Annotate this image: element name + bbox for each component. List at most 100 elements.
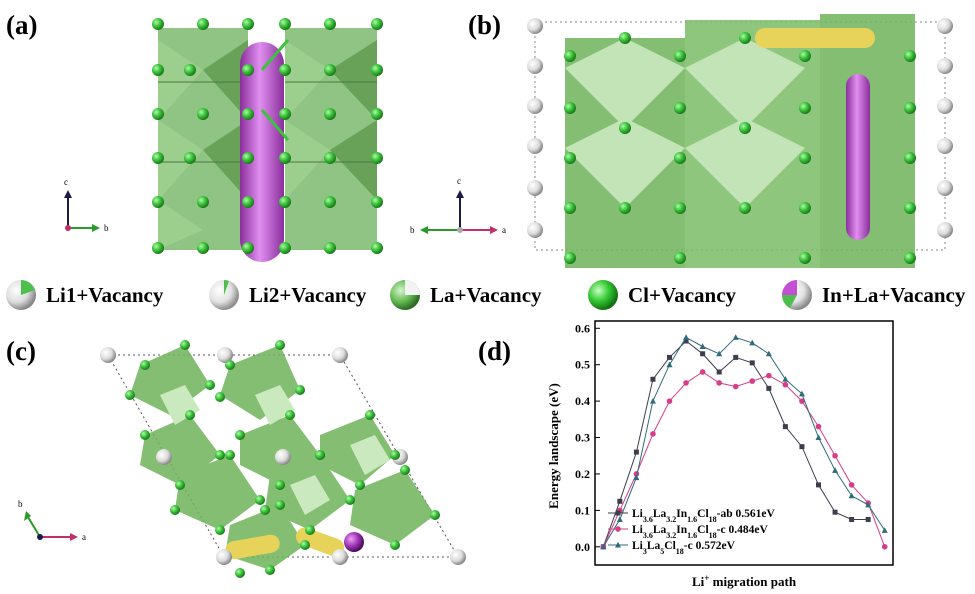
y-tick-label: 0.1 (575, 503, 590, 517)
li-vacancy-atoms-b (527, 18, 953, 238)
panel-label-d: (d) (478, 336, 511, 366)
data-point (799, 398, 805, 404)
data-point (716, 369, 722, 375)
data-point (849, 516, 855, 522)
data-point (782, 424, 788, 430)
data-point (716, 350, 723, 357)
data-point (815, 434, 822, 441)
li1-vacancy-sphere-icon (6, 280, 36, 310)
li-migration-path-pink-b (846, 74, 870, 240)
y-tick-label: 0.2 (575, 467, 590, 481)
data-point (749, 360, 755, 366)
data-point (881, 543, 888, 550)
data-point (766, 385, 772, 391)
axis-label-b: b (104, 223, 109, 233)
data-point (732, 383, 739, 390)
la-vacancy-sphere-icon (390, 280, 420, 310)
cl-atoms (152, 18, 383, 254)
in-la-vacancy-sphere-icon (782, 280, 812, 310)
axis-label-a-c: a (82, 532, 86, 542)
data-point (749, 339, 756, 346)
legend-label: Li1+Vacancy (46, 282, 164, 307)
octahedra-left (158, 28, 248, 250)
legend-label: Li3La5Cl18-c 0.572eV (632, 540, 736, 556)
chart-legend: Li3.6La3.2In1.6Cl18-ab 0.561eVLi3.6La3.2… (608, 508, 776, 556)
data-point (865, 501, 872, 508)
legend-label: In+La+Vacancy (822, 282, 966, 307)
legend-label: La+Vacancy (430, 282, 542, 307)
legend-item-li2: Li2+Vacancy (207, 270, 366, 320)
axis-label-c: c (64, 177, 68, 187)
data-point (832, 452, 838, 459)
data-point (683, 380, 689, 386)
legend-label: Li3.6La3.2In1.6Cl18-ab 0.561eV (632, 508, 776, 524)
data-point (733, 354, 739, 360)
data-point (683, 338, 689, 344)
data-point (749, 378, 756, 384)
structure-panel-c: b a (18, 340, 466, 578)
axis-label-b-b: b (410, 225, 415, 235)
y-tick-label: 0.6 (575, 321, 590, 335)
x-axis-label: Li+ migration path (692, 573, 797, 589)
axis-indicator-a: c b (64, 177, 109, 233)
legend-marker (615, 510, 621, 516)
data-point (816, 482, 821, 488)
data-point (832, 509, 838, 515)
data-point (766, 372, 772, 379)
data-point (666, 398, 673, 404)
data-point (650, 431, 656, 437)
data-point (616, 516, 623, 522)
axis-label-b-c: b (18, 499, 23, 509)
data-point (815, 423, 822, 430)
octahedra-b (565, 14, 915, 268)
legend-label: Li3.6La3.2In1.6Cl18-c 0.484eV (632, 524, 768, 540)
legend-item-cl: Cl+Vacancy (586, 270, 736, 320)
data-point (699, 369, 706, 375)
octahedra-c (130, 345, 435, 570)
data-point (633, 474, 640, 481)
energy-landscape-chart: 0.0 0.1 0.2 0.3 0.4 0.5 0.6 Energy landscape (… (546, 320, 894, 589)
data-point (798, 390, 805, 397)
legend-label: Li2+Vacancy (249, 282, 367, 307)
data-point (716, 380, 722, 386)
data-point (650, 376, 656, 382)
panel-label-c: (c) (6, 336, 36, 366)
structure-panel-b: c b a (410, 14, 953, 268)
y-tick-label: 0.4 (575, 394, 590, 408)
panel-label-a: (a) (6, 10, 38, 40)
legend-label: Cl+Vacancy (628, 282, 737, 307)
li-migration-path-yellow-c (225, 527, 345, 560)
y-tick-label: 0.5 (575, 358, 590, 372)
data-point (799, 444, 805, 450)
legend-marker (615, 541, 621, 548)
in-atom (344, 532, 364, 552)
plot-frame (594, 320, 894, 566)
data-point (617, 498, 623, 504)
data-point (666, 361, 673, 368)
data-point (782, 376, 789, 382)
li-vacancy-atoms-c (100, 347, 466, 565)
axis-indicator-b: c b a (410, 176, 506, 235)
series-line (602, 371, 886, 548)
cl-vacancy-sphere-icon (588, 280, 618, 310)
y-tick-label: 0.0 (575, 540, 590, 554)
y-axis-label: Energy landscape (eV) (546, 383, 561, 509)
li2-vacancy-sphere-icon (209, 280, 239, 310)
data-point (848, 492, 855, 499)
structure-panel-a: c b (64, 18, 383, 262)
data-point (699, 343, 706, 349)
data-point (683, 334, 690, 340)
data-point (881, 527, 888, 533)
y-tick-label: 0.3 (575, 431, 590, 445)
legend-item-in-la: In+La+Vacancy (780, 270, 965, 320)
atom-legend: Li1+Vacancy Li2+Vacancy La+Vacancy Cl+Va… (0, 270, 975, 320)
legend-item-li1: Li1+Vacancy (4, 270, 163, 320)
data-point (600, 543, 607, 550)
cl-atoms-c (125, 340, 440, 578)
data-point (700, 351, 706, 357)
panel-label-b: (b) (468, 10, 501, 40)
data-point (848, 482, 855, 488)
axis-indicator-c: b a (18, 499, 86, 542)
legend-marker (615, 526, 621, 532)
legend-item-la: La+Vacancy (388, 270, 542, 320)
